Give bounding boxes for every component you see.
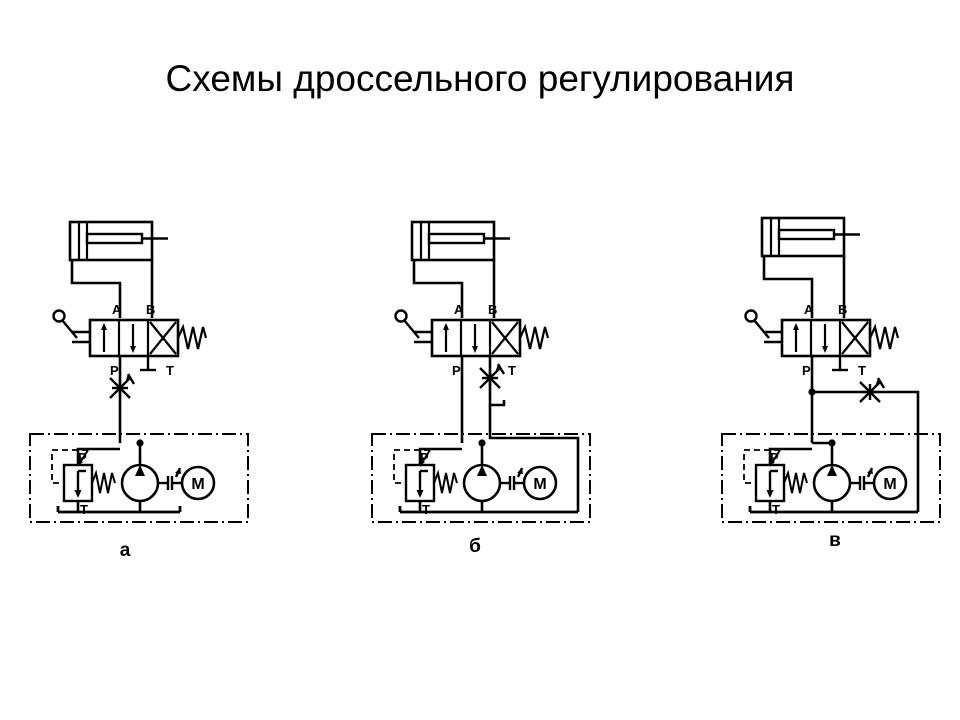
cylinder-a — [68, 220, 170, 262]
motor-label-b: M — [533, 476, 546, 493]
schematic-caption-v: в — [829, 530, 841, 551]
valve-t-tank-v — [832, 356, 848, 372]
spring-actuator-v — [868, 323, 900, 350]
motor-label-a: M — [191, 476, 204, 493]
lever-actuator-v[interactable] — [744, 309, 783, 344]
valve-port-label-v-P: P — [802, 363, 811, 378]
schematic-v: A B P T — [721, 216, 941, 523]
cylinder-v — [760, 216, 862, 258]
throttle-valve-v[interactable] — [859, 377, 886, 403]
schematic-caption-a: а — [119, 540, 131, 561]
relief-spring-b — [433, 469, 458, 494]
junction-node-a — [136, 439, 144, 447]
valve-port-label-v-A: A — [804, 302, 814, 317]
relief-valve-b[interactable] — [404, 463, 436, 503]
relief-connections-v — [768, 447, 812, 512]
cylinder-ports-b — [412, 260, 496, 318]
relief-connections-b — [418, 447, 462, 512]
valve-port-label-b-P: P — [452, 363, 461, 378]
valve-port-label-a-B: B — [146, 302, 155, 317]
lever-actuator-a[interactable] — [52, 309, 91, 344]
cylinder-ports-v — [762, 256, 846, 318]
schematic-a: A B P T — [29, 220, 249, 523]
coupling-b — [500, 467, 524, 490]
pilot-line-a — [51, 449, 88, 484]
electric-motor-a[interactable] — [180, 465, 216, 501]
junction-node-b — [478, 439, 486, 447]
valve-t-tank-a — [140, 356, 156, 372]
coupling-a — [158, 467, 182, 490]
tank-return-line-a — [56, 506, 182, 514]
power-unit-enclosure-v — [721, 433, 941, 523]
valve-port-label-b-B: B — [488, 302, 497, 317]
schematic-caption-b: б — [469, 536, 481, 557]
spring-actuator-a — [176, 323, 208, 350]
valve-port-label-v-T: T — [858, 363, 866, 378]
valve-port-label-a-P: P — [110, 363, 119, 378]
power-unit-enclosure-b — [371, 433, 591, 523]
lever-actuator-b[interactable] — [394, 309, 433, 344]
directional-valve-b[interactable] — [430, 318, 522, 358]
page-title: Схемы дроссельного регулирования — [165, 58, 795, 99]
pump-v[interactable] — [812, 463, 852, 503]
coupling-v — [850, 467, 874, 490]
relief-port-label-b-T: T — [422, 502, 430, 517]
relief-port-label-v-T: T — [772, 502, 780, 517]
relief-valve-v[interactable] — [754, 463, 786, 503]
tank-return-line-v — [748, 506, 918, 514]
tank-return-line-b — [398, 506, 578, 514]
cylinder-ports-a — [70, 260, 154, 318]
motor-label-v: M — [883, 476, 896, 493]
pilot-line-b — [393, 449, 430, 484]
directional-valve-a[interactable] — [88, 318, 180, 358]
electric-motor-b[interactable] — [522, 465, 558, 501]
throttle-valve-b[interactable] — [479, 363, 506, 389]
valve-port-label-v-B: B — [838, 302, 847, 317]
relief-spring-a — [91, 469, 116, 494]
pump-a[interactable] — [120, 463, 160, 503]
valve-port-label-b-T: T — [508, 363, 516, 378]
spring-actuator-b — [518, 323, 550, 350]
relief-port-label-v-P: P — [770, 450, 779, 465]
throttle-valve-a[interactable] — [109, 373, 136, 399]
relief-port-label-a-P: P — [78, 450, 87, 465]
relief-connections-a — [76, 447, 120, 512]
valve-port-label-a-T: T — [166, 363, 174, 378]
relief-port-label-b-P: P — [420, 450, 429, 465]
pump-b[interactable] — [462, 463, 502, 503]
directional-valve-v[interactable] — [780, 318, 872, 358]
power-unit-enclosure-a — [29, 433, 249, 523]
electric-motor-v[interactable] — [872, 465, 908, 501]
valve-port-label-a-A: A — [112, 302, 122, 317]
cylinder-b — [410, 220, 512, 262]
junction-node-v — [828, 439, 836, 447]
relief-valve-a[interactable] — [62, 463, 94, 503]
relief-port-label-a-T: T — [80, 502, 88, 517]
relief-spring-v — [783, 469, 808, 494]
valve-port-label-b-A: A — [454, 302, 464, 317]
schematic-b: A B P T P T — [371, 220, 591, 523]
pilot-line-v — [743, 449, 780, 484]
bypass-line-v — [812, 390, 920, 512]
